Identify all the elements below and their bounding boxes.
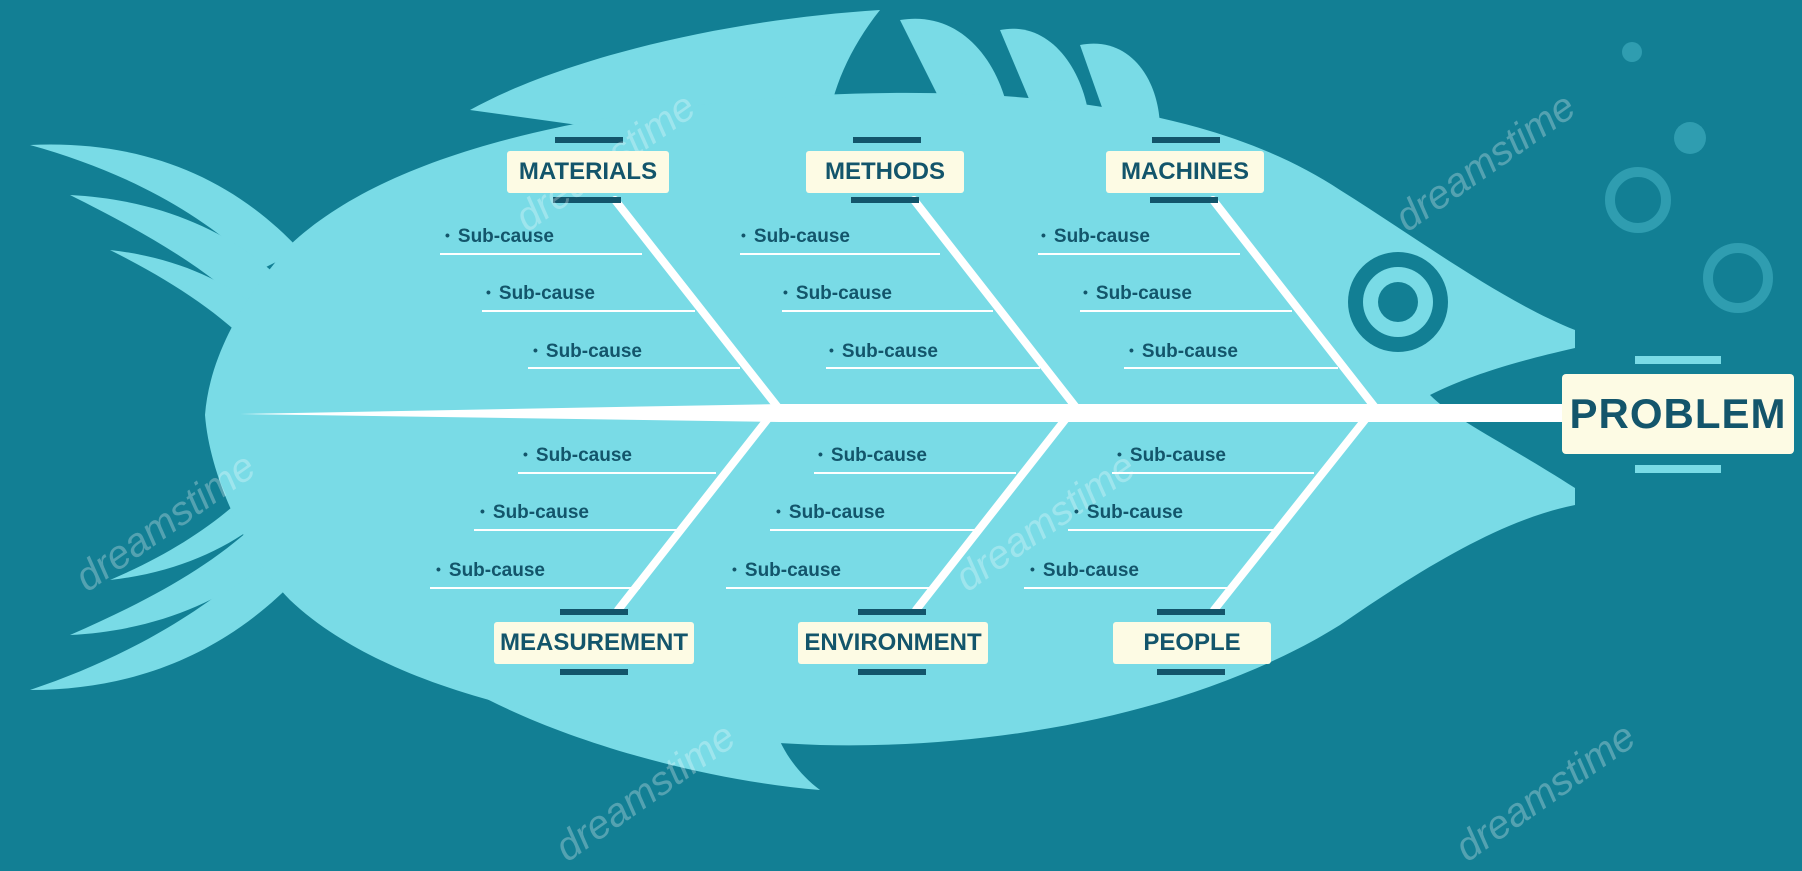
sub-cause-label: •Sub-cause — [776, 502, 885, 523]
dorsal-fin — [900, 18, 1010, 120]
category-people: PEOPLE — [1113, 622, 1271, 664]
label-tick — [858, 669, 926, 675]
label-tick — [1150, 197, 1218, 203]
sub-cause-label: •Sub-cause — [1041, 226, 1150, 247]
sub-cause-label: •Sub-cause — [818, 445, 927, 466]
label-tick — [560, 609, 628, 615]
tail-fin — [30, 144, 300, 270]
tail-fin — [70, 195, 300, 320]
spine — [240, 404, 1500, 422]
category-measurement: MEASUREMENT — [494, 622, 694, 664]
label-tick — [553, 197, 621, 203]
label-tick — [555, 137, 623, 143]
tail-fin — [30, 560, 300, 690]
problem-box: PROBLEM — [1562, 374, 1794, 454]
rib-bone — [611, 196, 784, 414]
bubbles — [1605, 167, 1773, 313]
sub-cause-label: •Sub-cause — [1129, 341, 1238, 362]
tail-fin — [70, 515, 300, 635]
fish-eye-icon — [1348, 252, 1448, 352]
bubble — [1605, 167, 1671, 233]
fishbone-diagram: dreamstime dreamstime dreamstime dreamst… — [30, 10, 1794, 870]
sub-cause-label: •Sub-cause — [523, 445, 632, 466]
category-machines: MACHINES — [1106, 151, 1264, 193]
sub-cause-label: •Sub-cause — [436, 560, 545, 581]
sub-cause-label: •Sub-cause — [741, 226, 850, 247]
dorsal-fin — [1000, 28, 1090, 125]
label-tick — [851, 197, 919, 203]
sub-cause-label: •Sub-cause — [445, 226, 554, 247]
sub-cause-label: •Sub-cause — [533, 341, 642, 362]
sub-cause-label: •Sub-cause — [829, 341, 938, 362]
bubble — [1703, 243, 1773, 313]
sub-cause-label: •Sub-cause — [1117, 445, 1226, 466]
sub-cause-label: •Sub-cause — [1083, 283, 1192, 304]
rib-bone — [912, 412, 1072, 614]
fishbone-canvas — [30, 10, 1773, 790]
category-methods: METHODS — [806, 151, 964, 193]
bubble — [1674, 122, 1706, 154]
label-tick — [853, 137, 921, 143]
category-environment: ENVIRONMENT — [798, 622, 988, 664]
problem-bar-top — [1635, 356, 1721, 364]
sub-cause-label: •Sub-cause — [1074, 502, 1183, 523]
label-tick — [560, 669, 628, 675]
label-tick — [1157, 609, 1225, 615]
rib-bone — [614, 412, 774, 614]
sub-cause-label: •Sub-cause — [480, 502, 589, 523]
rib-bone — [1210, 412, 1372, 614]
sub-cause-label: •Sub-cause — [732, 560, 841, 581]
rib-bone — [1209, 196, 1381, 414]
label-tick — [858, 609, 926, 615]
sub-cause-label: •Sub-cause — [783, 283, 892, 304]
dorsal-fin — [1080, 43, 1160, 131]
rib-bone — [910, 196, 1082, 414]
sub-cause-label: •Sub-cause — [1030, 560, 1139, 581]
label-tick — [1157, 669, 1225, 675]
category-materials: MATERIALS — [507, 151, 669, 193]
sub-cause-label: •Sub-cause — [486, 283, 595, 304]
label-tick — [1152, 137, 1220, 143]
bubble — [1622, 42, 1642, 62]
problem-bar-bottom — [1635, 465, 1721, 473]
spine-connector — [1470, 404, 1565, 422]
bones — [430, 137, 1381, 675]
